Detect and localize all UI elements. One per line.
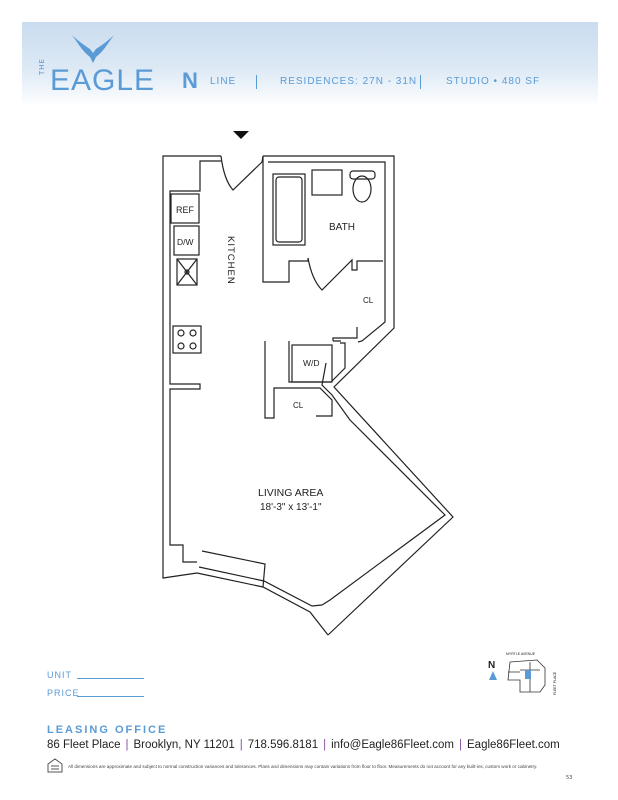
label-living-area: LIVING AREA — [258, 487, 323, 499]
bath-door — [307, 257, 383, 291]
unit-label: UNIT — [47, 670, 72, 680]
refrigerator — [170, 193, 200, 224]
sink — [311, 169, 343, 196]
key-plan — [507, 659, 546, 693]
label-wd: W/D — [303, 358, 320, 368]
label-ref: REF — [176, 205, 195, 215]
leasing-office-title: LEASING OFFICE — [47, 724, 168, 736]
residences: RESIDENCES: 27N - 31N — [280, 76, 418, 87]
equal-housing-icon — [47, 758, 63, 773]
key-plan-street: FLEET PLACE — [553, 671, 557, 695]
wall-inner-right — [268, 161, 446, 606]
label-living-dims: 18'-3" x 13'-1" — [260, 502, 322, 513]
north-arrow-icon — [489, 671, 497, 680]
line-label: LINE — [210, 76, 237, 87]
wall-inner-left — [169, 160, 221, 563]
email-link[interactable]: info@Eagle86Fleet.com — [331, 739, 455, 751]
city: Brooklyn, NY 11201 — [133, 739, 235, 751]
entry-arrow-icon — [233, 131, 249, 139]
label-dw: D/W — [177, 237, 194, 247]
key-plan-street: MYRTLE AVENUE — [506, 652, 536, 656]
logo-eagle: EAGLE — [50, 64, 156, 97]
header-banner — [22, 22, 598, 107]
address: 86 Fleet Place — [47, 739, 121, 751]
north-label: N — [488, 660, 495, 671]
contact-line: 86 Fleet Place|Brooklyn, NY 11201|718.59… — [47, 739, 560, 751]
unit-type: STUDIO • 480 SF — [446, 76, 541, 87]
divider — [420, 75, 421, 89]
wd-walls — [264, 341, 333, 419]
phone[interactable]: 718.596.8181 — [247, 739, 319, 751]
window-bay — [196, 550, 329, 636]
kitchen-sink — [176, 258, 198, 286]
wall-outer-right — [263, 155, 454, 636]
unit-input[interactable] — [77, 678, 144, 679]
label-closet: CL — [293, 401, 304, 410]
bathtub — [272, 173, 306, 246]
price-input[interactable] — [77, 696, 144, 697]
toilet — [352, 175, 372, 203]
price-label: PRICE — [47, 688, 80, 698]
eagle-wings-logo-icon — [72, 35, 114, 63]
bath-walls — [262, 156, 309, 283]
label-bath: BATH — [329, 222, 355, 233]
divider — [256, 75, 257, 89]
label-closet: CL — [363, 296, 374, 305]
website-link[interactable]: Eagle86Fleet.com — [467, 739, 560, 751]
label-kitchen: KITCHEN — [225, 236, 236, 285]
page-number: 53 — [566, 775, 573, 781]
wall-outer — [162, 155, 221, 579]
line-letter: N — [182, 68, 198, 93]
disclaimer: All dimensions are approximate and subje… — [68, 764, 538, 769]
stove — [172, 325, 202, 354]
entry-door — [220, 155, 264, 191]
dishwasher — [173, 225, 200, 256]
